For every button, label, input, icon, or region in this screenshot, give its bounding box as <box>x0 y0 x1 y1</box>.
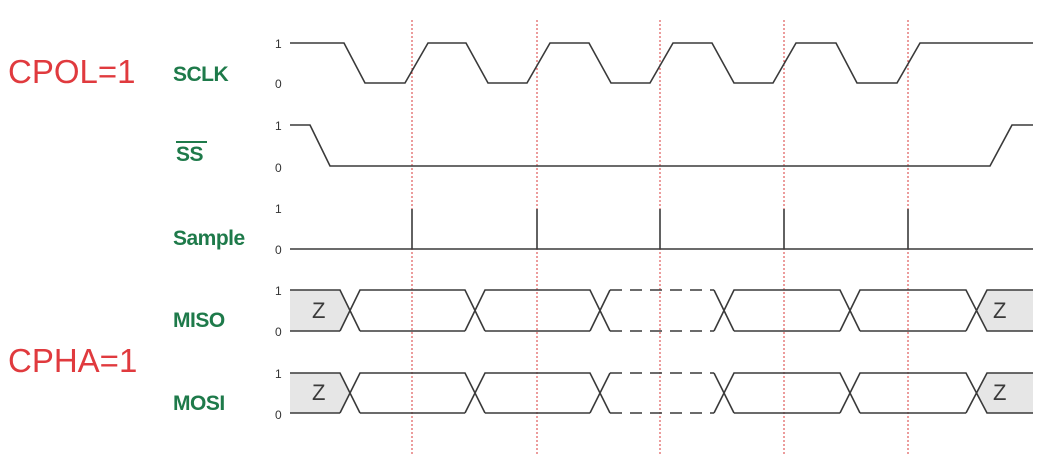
miso-z-end: Z <box>993 298 1006 323</box>
sclk-level-high: 1 <box>275 37 282 51</box>
mosi-level-low: 0 <box>275 408 282 422</box>
ss-level-high: 1 <box>275 119 282 133</box>
sample-level-low: 0 <box>275 243 282 257</box>
sclk-waveform <box>290 42 1033 84</box>
miso-z-start: Z <box>312 298 325 323</box>
mosi-hiz-end <box>976 373 1033 413</box>
miso-upper-line <box>290 289 611 332</box>
mosi-dashed-segment <box>610 372 714 414</box>
sclk-levels: 1 0 <box>275 37 282 91</box>
miso-tail-lines <box>713 289 1033 332</box>
cpha-label: CPHA=1 <box>8 342 137 379</box>
sample-label: Sample <box>173 227 245 250</box>
mosi-levels: 1 0 <box>275 367 282 422</box>
miso-level-high: 1 <box>275 284 282 298</box>
mosi-z-end: Z <box>993 380 1006 405</box>
sclk-label: SCLK <box>173 63 229 86</box>
ss-level-low: 0 <box>275 161 282 175</box>
sample-level-high: 1 <box>275 202 282 216</box>
mosi-upper-line <box>290 372 611 414</box>
mosi-hiz-start <box>290 373 350 413</box>
miso-levels: 1 0 <box>275 284 282 339</box>
miso-hiz-start <box>290 290 350 331</box>
miso-bus: Z Z <box>290 289 1033 332</box>
mosi-z-start: Z <box>312 380 325 405</box>
cpol-label: CPOL=1 <box>8 53 136 90</box>
mosi-bus: Z Z <box>290 372 1033 414</box>
miso-hiz-end <box>976 290 1033 331</box>
sclk-level-low: 0 <box>275 77 282 91</box>
miso-dashed-segment <box>610 289 714 332</box>
ss-label: SS <box>176 143 204 166</box>
ss-levels: 1 0 <box>275 119 282 175</box>
ss-waveform <box>290 124 1033 167</box>
sample-levels: 1 0 <box>275 202 282 257</box>
mosi-level-high: 1 <box>275 367 282 381</box>
mosi-tail-lines <box>713 372 1033 414</box>
miso-level-low: 0 <box>275 325 282 339</box>
sample-pulses <box>411 209 909 249</box>
miso-label: MISO <box>173 309 225 332</box>
mosi-label: MOSI <box>173 392 225 415</box>
